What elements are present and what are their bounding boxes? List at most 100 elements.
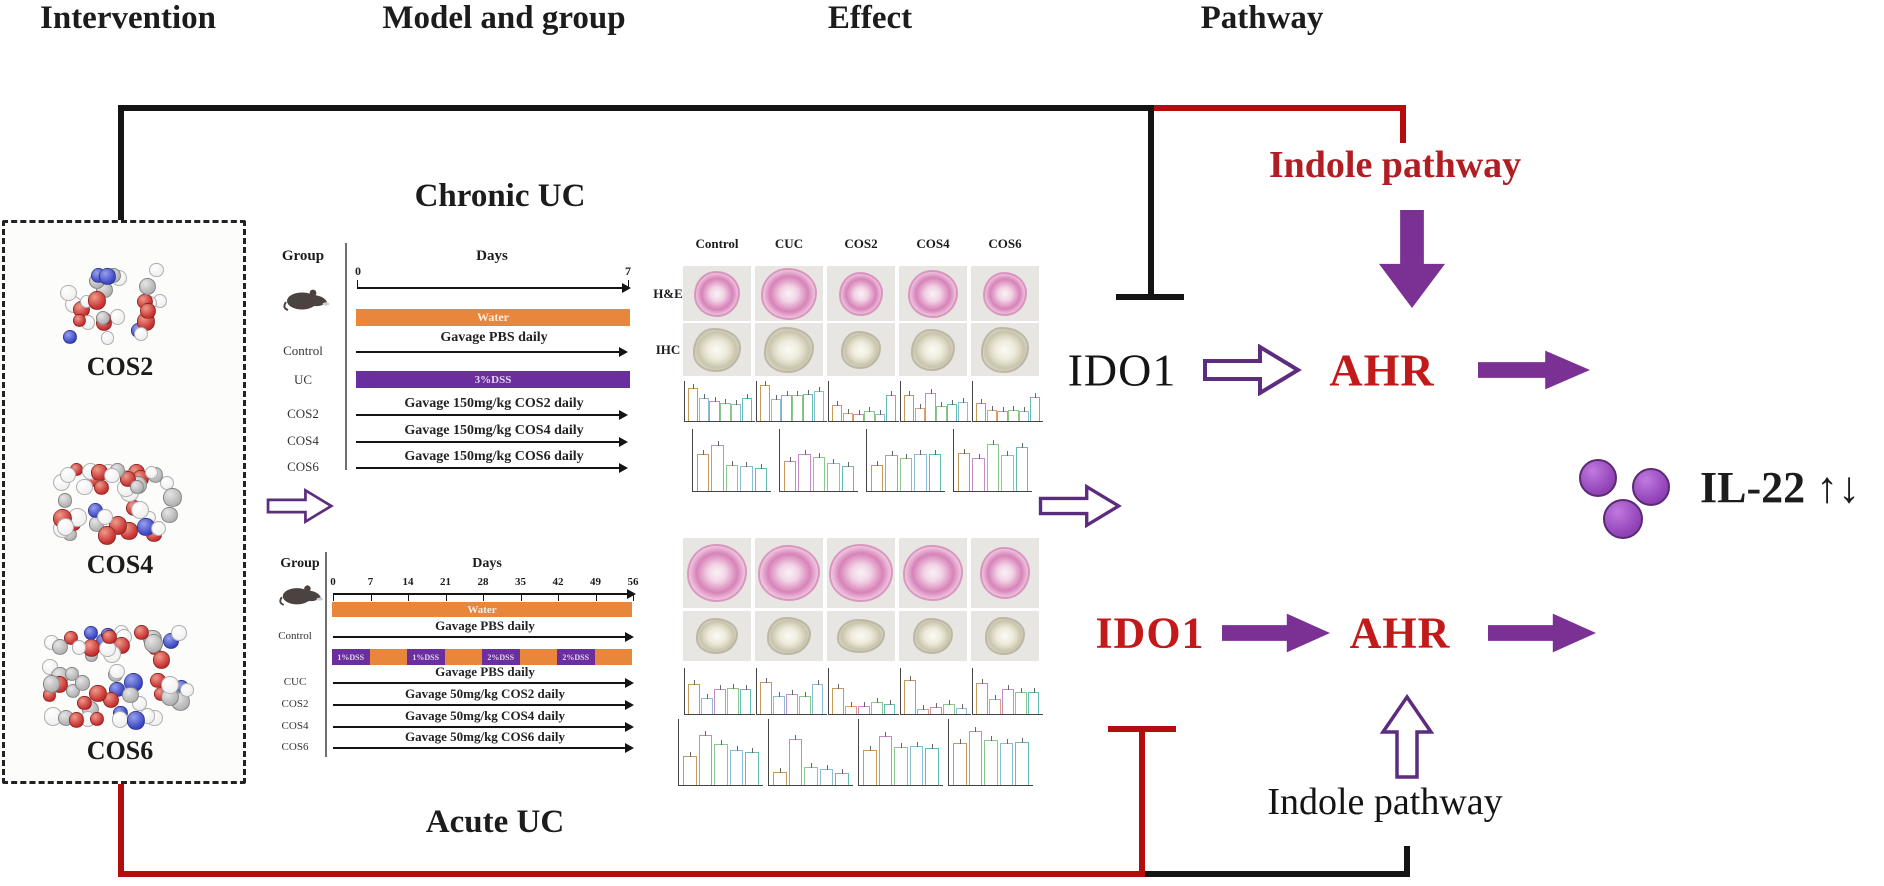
top-connector-red-drop <box>1400 105 1406 143</box>
bottom-connector-red-line <box>118 871 1145 877</box>
atom <box>143 634 163 654</box>
error-bar <box>980 399 982 405</box>
atom <box>72 313 87 327</box>
tissue-section <box>761 267 817 320</box>
water-segment <box>519 649 557 665</box>
chart-bar <box>899 453 913 491</box>
acute-ihc-image <box>899 611 967 661</box>
atom <box>42 675 61 693</box>
acute-he-image <box>899 538 967 608</box>
effect-column-header-cos2: COS2 <box>844 236 878 251</box>
chart-bar <box>914 404 925 421</box>
chart-bar <box>792 391 803 421</box>
error-bar <box>1024 407 1026 413</box>
chronic-row-label-uc: UC <box>293 372 313 387</box>
ihc-row-label: IHC <box>655 342 681 357</box>
chart-bar <box>1002 685 1014 714</box>
atom <box>133 624 150 641</box>
error-bar <box>978 453 980 459</box>
chart-bar <box>698 730 713 785</box>
header-pathway: Pathway <box>1200 0 1324 36</box>
chart-bar <box>698 394 709 421</box>
acute-tick-mark <box>483 594 484 601</box>
chronic-row-label-cos4: COS4 <box>287 433 319 448</box>
acute-ihc-image <box>683 611 751 661</box>
chart-bar <box>725 461 739 491</box>
indole-pathway-bottom-label: Indole pathway <box>1267 781 1503 823</box>
chart-bar <box>997 407 1008 421</box>
error-bar <box>1033 687 1035 693</box>
tissue-section <box>981 326 1029 373</box>
acute-group-header: Group <box>280 556 320 571</box>
chronic-he-image <box>827 266 895 321</box>
error-bar <box>959 739 961 745</box>
chart-bar <box>925 388 936 421</box>
acute-he-image <box>683 538 751 608</box>
error-bar <box>818 452 820 458</box>
chart-bar <box>754 463 768 491</box>
chart-bar <box>956 704 968 714</box>
error-bar <box>923 705 925 711</box>
chart-bar <box>760 677 772 714</box>
chart-bar <box>709 396 720 421</box>
error-bar <box>1022 737 1024 743</box>
chart-bar <box>701 694 713 714</box>
chart-bar <box>799 691 811 714</box>
chart-bar <box>972 453 985 491</box>
chart-bar <box>742 394 753 421</box>
acute-days-axis <box>333 589 636 599</box>
ahr-chronic-output-arrow-icon <box>1478 350 1590 390</box>
chronic-mini-chart <box>972 381 1043 422</box>
atom <box>57 493 72 508</box>
atom <box>151 521 167 537</box>
chronic-row-label-cos6: COS6 <box>287 459 319 474</box>
acute-row-arrow <box>333 632 634 642</box>
error-bar <box>707 694 709 700</box>
molecule-label-cos6: COS6 <box>86 736 154 765</box>
error-bar <box>752 748 754 754</box>
ido1-acute-label: IDO1 <box>1095 608 1205 658</box>
chart-bar <box>894 743 908 785</box>
atom <box>134 326 149 341</box>
chart-bar <box>1019 407 1030 421</box>
atom <box>56 518 74 536</box>
chart-bar <box>788 735 803 785</box>
acute-inhibition-stem <box>1139 726 1145 876</box>
chronic-axis-end: 7 <box>625 264 631 278</box>
chart-bar <box>773 768 787 785</box>
acute-row-text: Gavage PBS daily <box>435 664 535 679</box>
error-bar <box>952 400 954 405</box>
atom <box>60 284 77 301</box>
atom <box>130 500 150 520</box>
atom <box>71 640 87 655</box>
chart-bar <box>904 675 916 714</box>
atom <box>109 664 125 680</box>
chronic-row-arrow <box>356 410 628 420</box>
chronic-row-label-control: Control <box>283 343 323 358</box>
error-bar <box>916 741 918 747</box>
chronic-he-image <box>899 266 967 321</box>
molecule-label-cos4: COS4 <box>86 550 154 579</box>
acute-row-text: Gavage 50mg/kg COS6 daily <box>405 729 565 744</box>
acute-divider <box>325 552 327 757</box>
error-bar <box>885 732 887 738</box>
error-bar <box>736 745 738 751</box>
chart-bar <box>832 683 844 714</box>
acute-row-label-control: Control <box>278 630 312 642</box>
error-bar <box>747 394 749 399</box>
tissue-section <box>694 270 740 317</box>
acute-bar-chart <box>948 719 1033 786</box>
chart-bar <box>853 410 864 421</box>
chronic-water-bar: Water <box>356 309 630 326</box>
error-bar <box>779 691 781 697</box>
bottom-connector-black-line <box>1145 871 1410 877</box>
error-bar <box>779 768 781 774</box>
acute-mini-chart <box>684 668 755 715</box>
error-bar <box>791 689 793 695</box>
tissue-section <box>693 327 741 372</box>
acute-row-label-cos4: COS4 <box>281 720 309 732</box>
error-bar <box>908 391 910 397</box>
chart-bar <box>999 739 1014 785</box>
chart-bar <box>863 745 877 785</box>
error-bar <box>833 458 835 464</box>
